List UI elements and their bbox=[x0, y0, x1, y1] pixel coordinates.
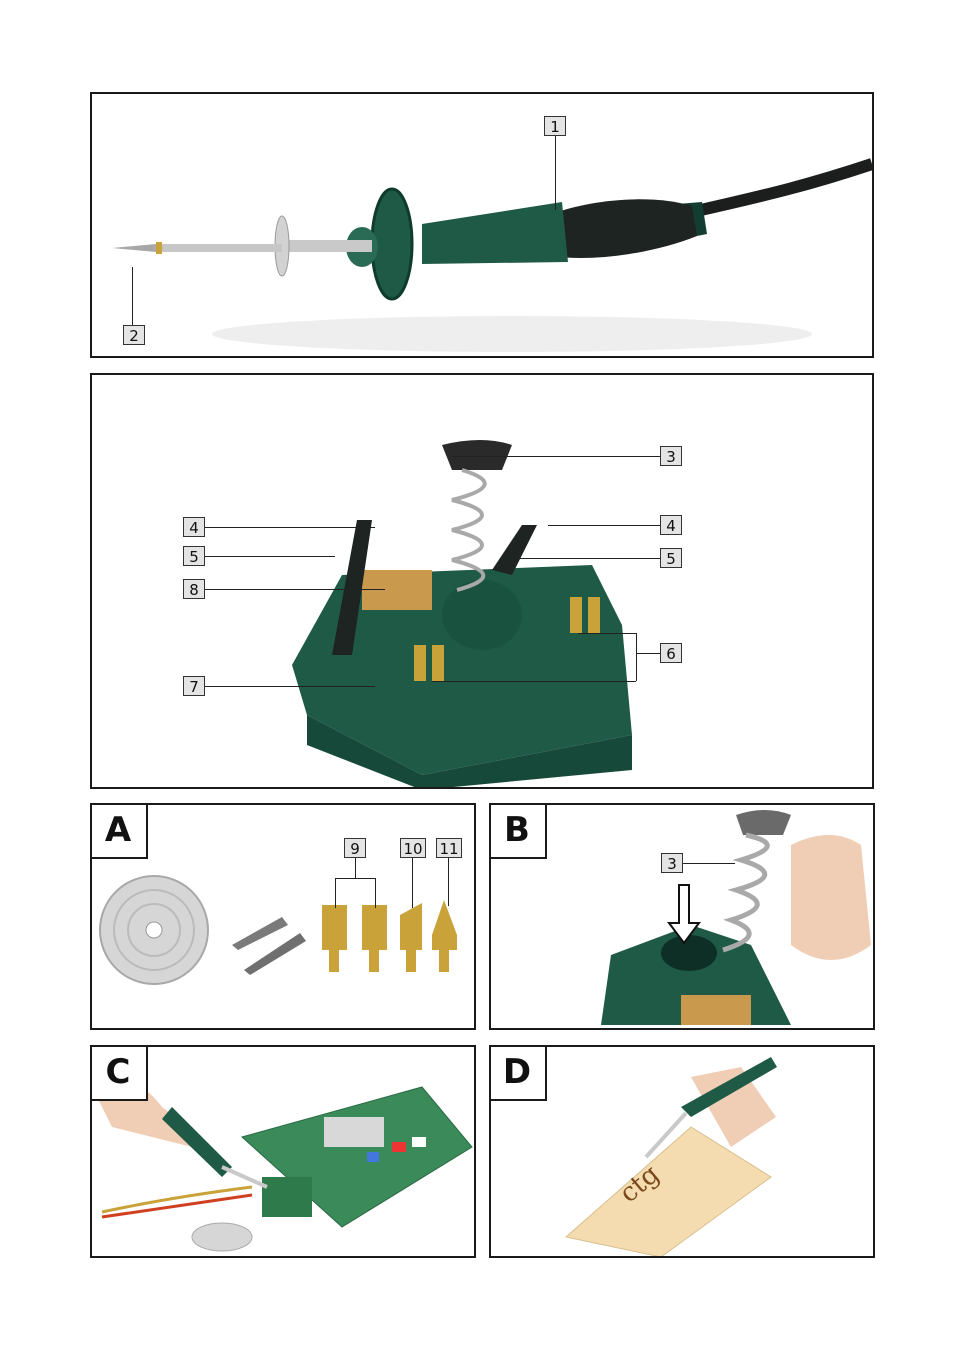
leader-line bbox=[683, 863, 735, 864]
leader-line bbox=[432, 681, 636, 682]
leader-line bbox=[375, 878, 376, 908]
label-2: 2 bbox=[123, 325, 145, 345]
panel-c-circuit-board: C bbox=[90, 1045, 476, 1258]
soldering-iron-illustration bbox=[92, 94, 872, 356]
panel-d-wood-burning: ctg D bbox=[489, 1045, 875, 1258]
label-1: 1 bbox=[544, 116, 566, 136]
spring-insert-illustration bbox=[491, 805, 873, 1028]
label-6: 6 bbox=[660, 643, 682, 663]
leader-line bbox=[205, 686, 375, 687]
panel-soldering-iron: 1 2 bbox=[90, 92, 874, 358]
label-11: 11 bbox=[436, 838, 462, 858]
leader-line bbox=[205, 527, 375, 528]
leader-line bbox=[205, 556, 335, 557]
label-8: 8 bbox=[183, 579, 205, 599]
leader-line bbox=[205, 589, 385, 590]
panel-letter-a: A bbox=[90, 803, 148, 859]
leader-line bbox=[636, 653, 660, 654]
label-10: 10 bbox=[400, 838, 426, 858]
leader-line bbox=[412, 858, 413, 908]
label-3: 3 bbox=[660, 446, 682, 466]
panel-letter-c: C bbox=[90, 1045, 148, 1101]
label-3-b: 3 bbox=[661, 853, 683, 873]
leader-line bbox=[132, 267, 133, 325]
leader-line bbox=[355, 858, 356, 878]
panel-b-spring-insert: B 3 bbox=[489, 803, 875, 1030]
panel-a-accessories: A 9 10 11 bbox=[90, 803, 476, 1030]
leader-line bbox=[515, 558, 660, 559]
panel-letter-b: B bbox=[489, 803, 547, 859]
circuit-board-illustration bbox=[92, 1047, 474, 1256]
leader-bracket bbox=[636, 633, 637, 681]
leader-line bbox=[335, 878, 336, 908]
panel-stand: 3 4 4 5 5 8 6 7 bbox=[90, 373, 874, 789]
soldering-stand-illustration bbox=[92, 375, 872, 787]
label-5-left: 5 bbox=[183, 546, 205, 566]
panel-letter-d: D bbox=[489, 1045, 547, 1101]
label-4-right: 4 bbox=[660, 515, 682, 535]
label-7: 7 bbox=[183, 676, 205, 696]
leader-line bbox=[548, 525, 660, 526]
leader-line bbox=[555, 136, 556, 210]
label-4-left: 4 bbox=[183, 517, 205, 537]
label-5-right: 5 bbox=[660, 548, 682, 568]
leader-line bbox=[578, 633, 636, 634]
wood-burning-illustration: ctg bbox=[491, 1047, 873, 1256]
leader-bracket bbox=[335, 878, 375, 879]
label-9: 9 bbox=[344, 838, 366, 858]
leader-line bbox=[448, 858, 449, 906]
leader-line bbox=[452, 456, 660, 457]
